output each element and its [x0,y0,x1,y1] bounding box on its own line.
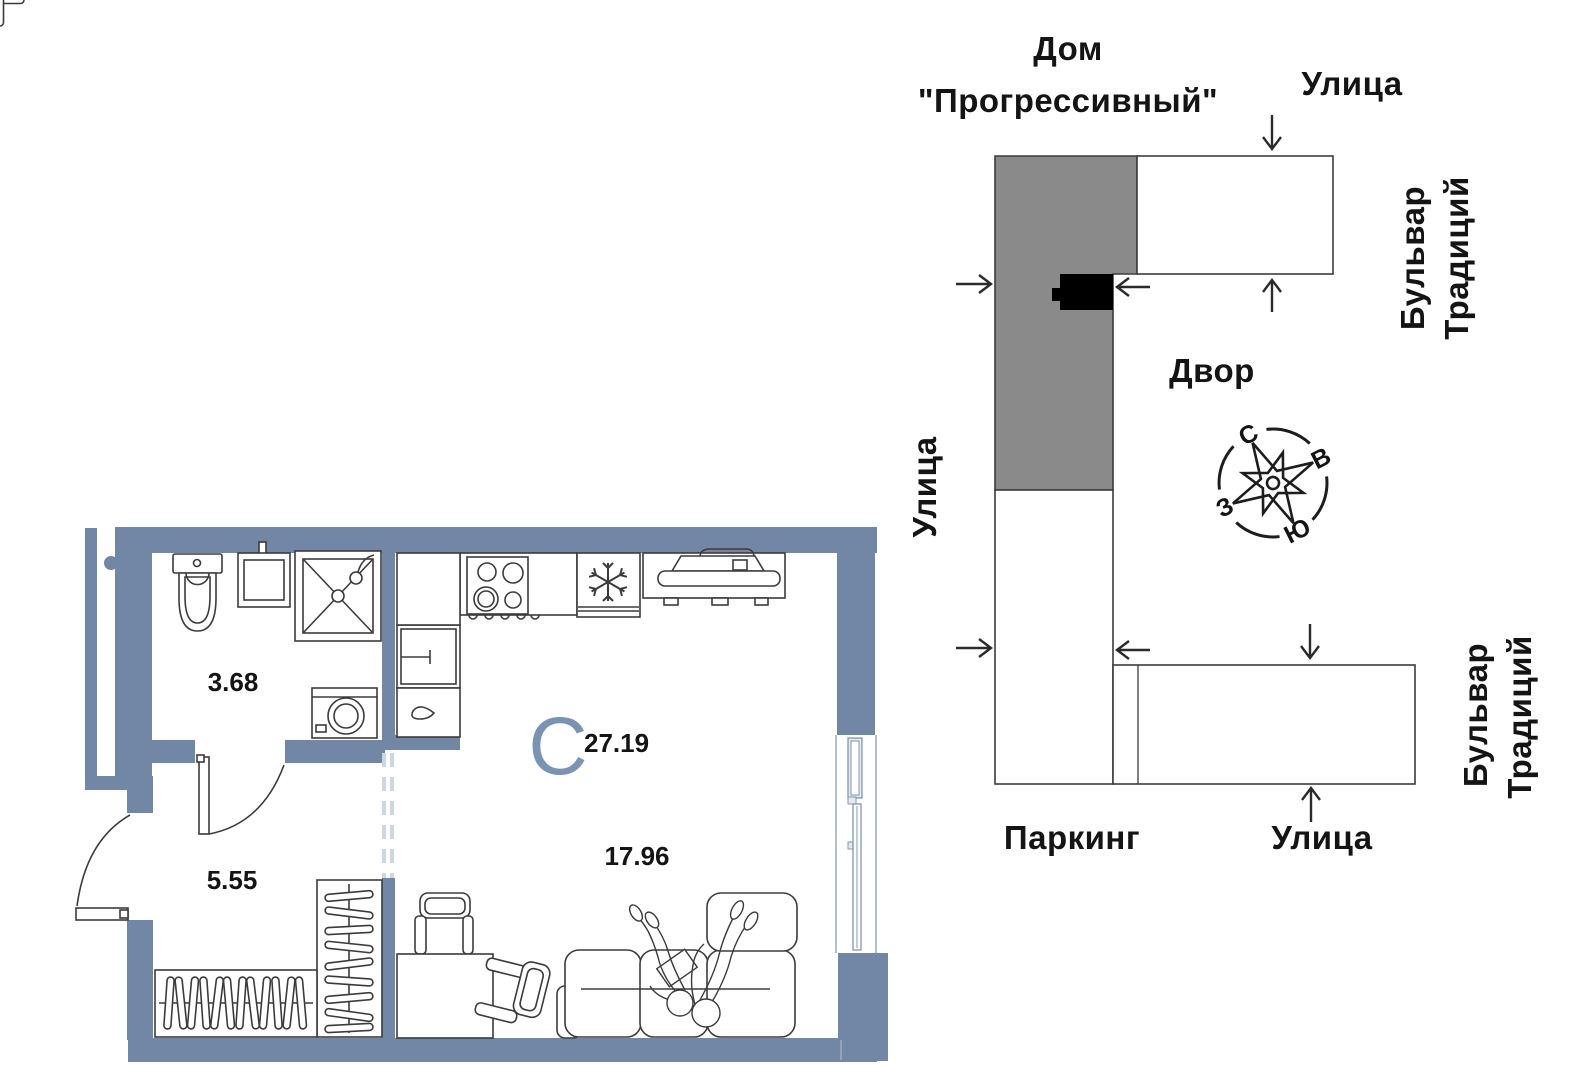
wall-left-main [115,553,152,776]
building-name-line1: Дом [1033,30,1103,67]
door-swing-arc [208,764,285,835]
arrow-left-upper [956,274,993,294]
arrow-wing-top [1300,624,1320,660]
area-label-living: 17.96 [604,841,669,871]
entrance-dot [104,556,118,570]
compass-letter-west: З [1212,491,1239,523]
accent-chair [474,957,551,1024]
wall-outer-thin [85,528,97,790]
street-label-left: Улица [906,436,943,537]
area-label-bathroom: 3.68 [208,667,259,697]
wall-kitchen-stub [382,735,460,750]
tv-stand-icon [642,548,786,606]
parking-label: Паркинг [1004,819,1140,856]
courtyard-label: Двор [1169,352,1255,389]
compass-letter-south: Ю [1280,513,1316,550]
wall-bath-stub-left [152,740,195,763]
site-plan: С В Ю З Дом "Прогрессивный" Улица Двор У… [906,30,1538,856]
bathroom-door [196,754,285,835]
wall-right-upper [837,553,875,735]
kitchen-sink-cabinet [396,687,461,738]
shower-icon [294,550,382,642]
arrow-left-lower [956,638,993,658]
wall-divider-upper [382,553,395,743]
apartment-location-marker [1052,274,1113,310]
wall-top [115,527,877,553]
wall-outer-stub [85,776,128,790]
window-sash-upper-glass [850,740,860,796]
washing-machine-icon [311,687,378,739]
window-handle [847,796,857,805]
arrow-courtyard-top [1262,278,1282,312]
door-leaf [198,756,210,835]
kitchen-cabinet [396,624,461,689]
door-swing-arc [76,814,131,907]
compass-letter-east: В [1307,442,1336,475]
compass-circle [1217,427,1329,539]
wall-left-below-door [127,920,153,1040]
wall-left-narrow [127,776,153,813]
stove-icon [466,556,540,620]
arrow-street-bottom [1301,786,1321,822]
street-label-bottom: Улица [1271,819,1372,856]
apartment-type-letter: С [528,701,587,792]
building-section-gray [994,155,1138,491]
wardrobe-vertical [0,0,383,1038]
boulevard-bottom-line2: Традиций [1501,635,1538,799]
wall-bottom [128,1038,877,1062]
snowflake-icon [588,562,628,602]
wall-divider-lower [382,878,395,1040]
boulevard-label-bottom: Бульвар Традиций [1457,635,1538,799]
compass-star [1232,442,1314,524]
arrow-right-upper [1115,277,1150,297]
kitchen-counter-end [396,552,461,626]
wall-bath-bottom [285,740,385,763]
compass-rose: С В Ю З [1212,418,1336,550]
entrance-door [75,814,131,921]
walls [85,527,888,1062]
building-name-line2: "Прогрессивный" [918,82,1218,119]
boulevard-bottom-line1: Бульвар [1457,643,1494,787]
access-arrows [956,115,1321,822]
boulevard-top-line2: Традиций [1438,176,1475,340]
floor-plan: 3.68 5.55 17.96 С 27.19 [0,0,888,1062]
wardrobe-horizontal [0,0,318,1038]
area-label-hallway: 5.55 [207,865,258,895]
building-wing-bottom [1112,664,1416,785]
bathroom-fixtures [172,541,382,739]
desk [396,953,494,1039]
boulevard-top-line1: Бульвар [1394,186,1431,330]
kitchen [396,548,786,738]
building-section-lower [994,489,1114,785]
living-room [0,0,798,1039]
compass-letter-north: С [1234,418,1263,451]
fridge-icon [576,552,641,618]
balcony-dashed-line [382,753,394,878]
arrow-right-lower [1115,640,1150,660]
toilet-icon [172,553,223,632]
person-illustration [628,900,759,1028]
arrow-street-top [1262,115,1282,151]
street-label-top: Улица [1301,65,1402,102]
building-wing-top [1136,155,1334,275]
wall-right-lower [838,953,888,1061]
total-area-label: 27.19 [584,728,649,758]
boulevard-label-top: Бульвар Традиций [1394,176,1475,340]
door-hinge [119,909,129,919]
window [834,735,878,953]
sink-icon [237,541,291,608]
chair [414,892,474,955]
door-hinge [196,754,205,763]
